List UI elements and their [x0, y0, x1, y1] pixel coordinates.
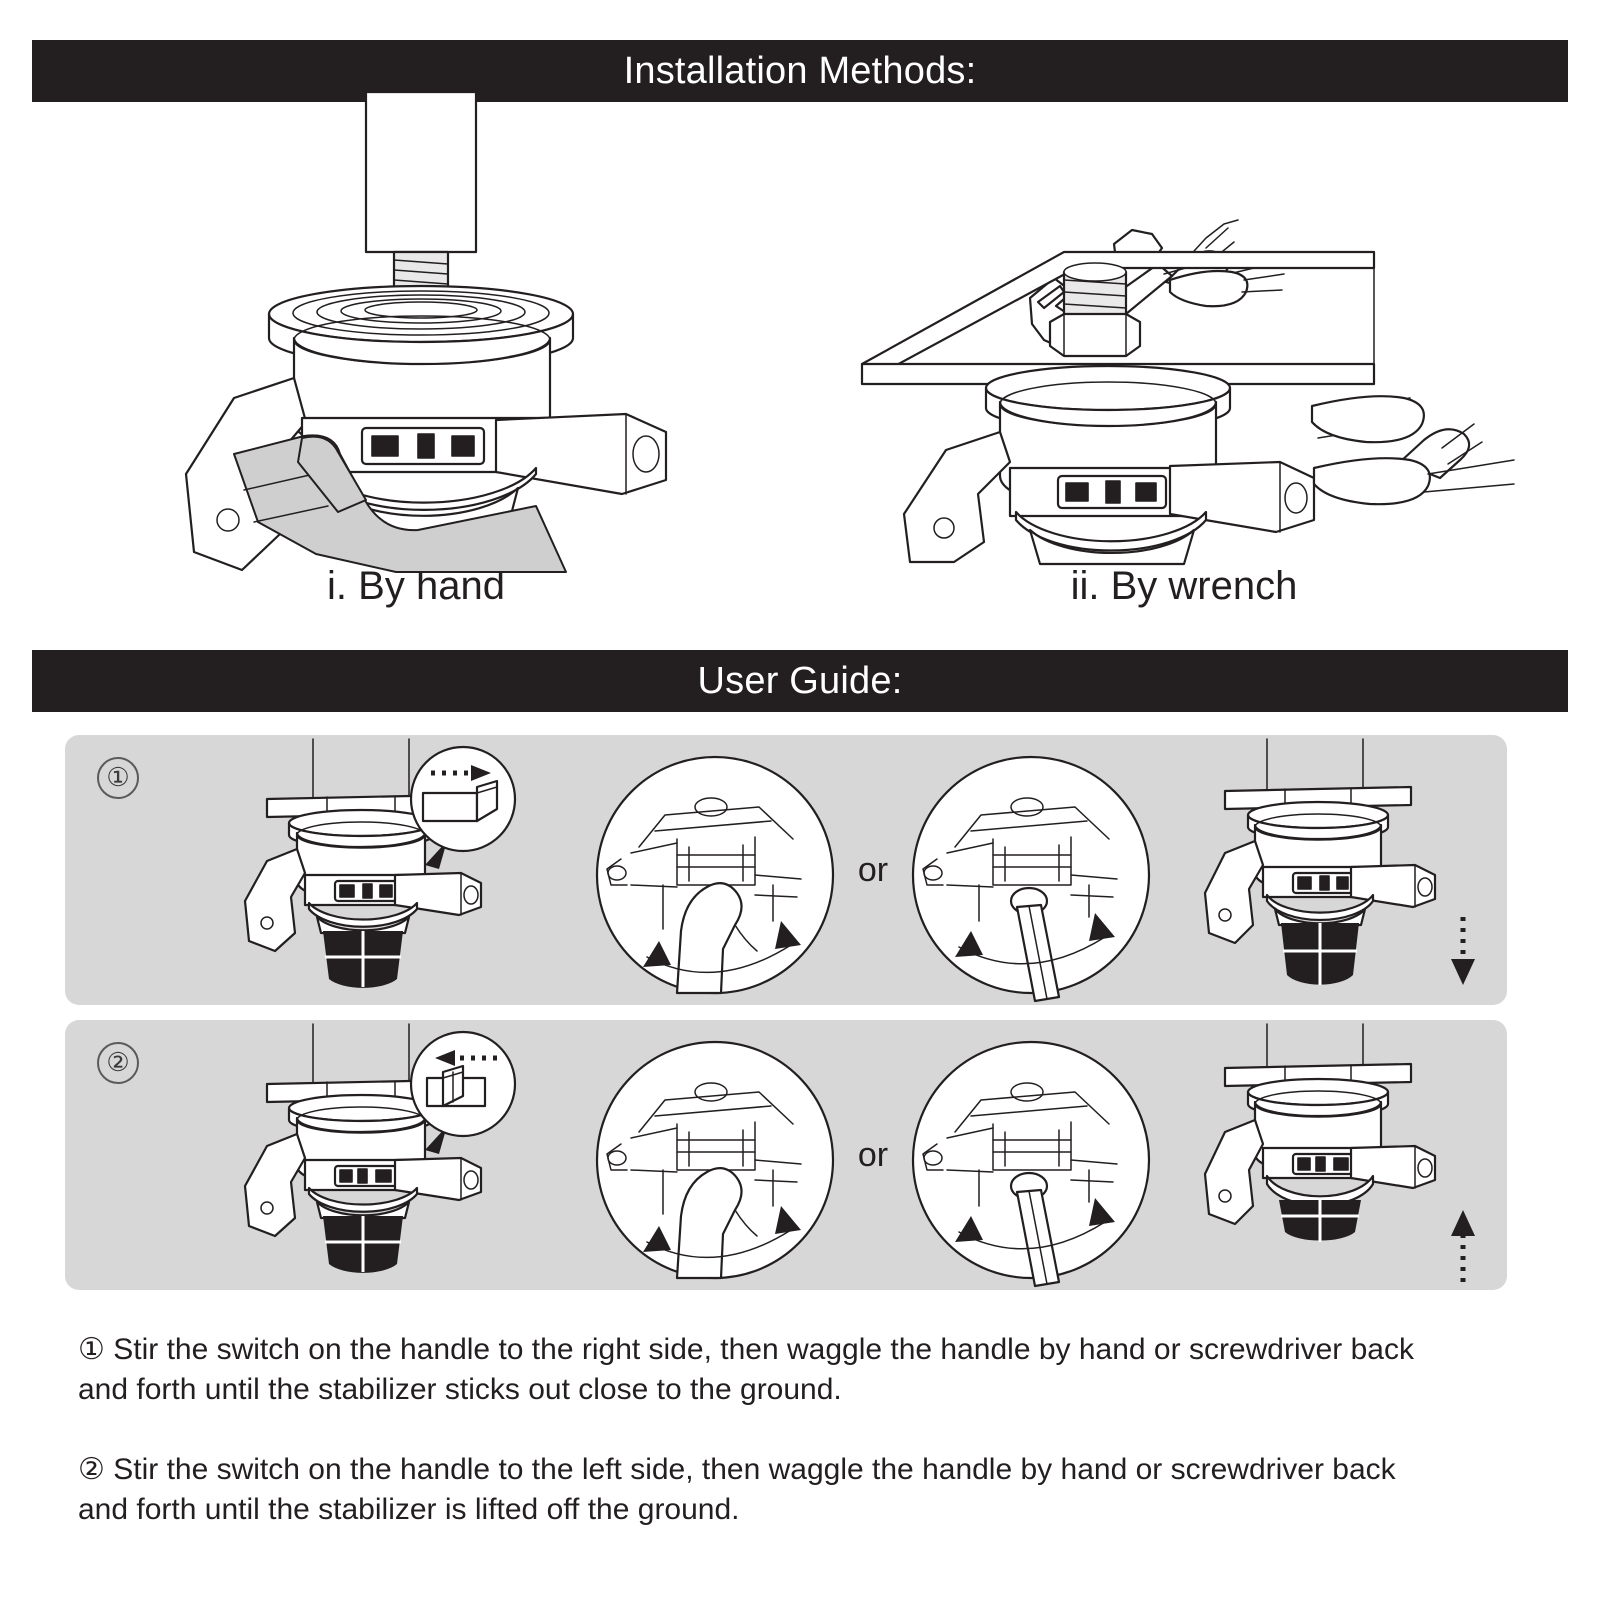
installation-method-by-hand: i. By hand [32, 90, 800, 632]
rotation-arrows [643, 921, 801, 974]
step-1-stage: or [65, 735, 1507, 1005]
user-guide-step-panel-1: ① [65, 735, 1507, 1005]
step-2-stage: or [65, 1020, 1507, 1290]
finger [675, 1167, 758, 1280]
stabilizer-pad [323, 931, 403, 988]
stabilizer-pad [323, 1216, 403, 1273]
stabilizer-pad-extended [1281, 923, 1359, 985]
installation-methods-header: Installation Methods: [32, 40, 1568, 102]
installation-methods-row: i. By hand [32, 90, 1568, 632]
step-1-result-illustration [1175, 735, 1505, 1005]
usage-note-2: ② Stir the switch on the handle to the l… [78, 1452, 1396, 1526]
installation-methods-title: Installation Methods: [623, 50, 977, 92]
switch-detail-magnifier [409, 1030, 517, 1138]
usage-note-1: ① Stir the switch on the handle to the r… [78, 1333, 1414, 1406]
step-1-or-separator: or [847, 735, 899, 1005]
rotation-arrows [955, 913, 1115, 965]
arrow-left-icon [435, 1050, 497, 1066]
switch-window [360, 426, 486, 466]
installation-method-caption: ii. By wrench [1070, 564, 1298, 608]
switch-window [1056, 474, 1168, 510]
step-2-or-separator: or [847, 1020, 899, 1290]
arrow-up-icon [1451, 1210, 1475, 1282]
caster-closeup [922, 797, 1118, 922]
usage-notes: ① Stir the switch on the handle to the r… [78, 1330, 1418, 1570]
switch-window [1291, 871, 1355, 895]
caster-closeup [606, 1082, 802, 1215]
step-2-result-illustration [1175, 1020, 1505, 1290]
hand-grip-lower [1310, 395, 1515, 506]
threaded-stud-and-nut [1048, 262, 1142, 358]
step-1-screwdriver-waggle-detail [901, 735, 1161, 1005]
rotation-arrows [643, 1206, 801, 1259]
stabilizer-pad-retracted [1279, 1200, 1361, 1242]
installation-method-by-wrench: ii. By wrench [800, 102, 1568, 632]
user-guide-header: User Guide: [32, 650, 1568, 712]
switch-window [1291, 1152, 1355, 1176]
hand-grip [233, 434, 567, 573]
switch-detail-magnifier [409, 745, 517, 853]
arrow-right-icon [431, 765, 491, 781]
rotation-arrows [955, 1198, 1115, 1250]
step-number-badge: ② [97, 1042, 139, 1084]
screwdriver-icon [1009, 886, 1061, 1003]
screwdriver-icon [1009, 1171, 1061, 1288]
hand-install-illustration [32, 90, 800, 573]
step-2-hand-waggle-detail [585, 1020, 845, 1290]
or-label: or [857, 851, 889, 889]
step-number-badge: ① [97, 757, 139, 799]
switch-window [333, 1164, 399, 1188]
finger [675, 882, 758, 995]
user-guide-step-panel-2: ② [65, 1020, 1507, 1290]
wrench-install-illustration [800, 102, 1568, 566]
user-guide-title: User Guide: [697, 660, 903, 702]
caster-closeup [922, 1082, 1118, 1207]
arrow-down-icon [1451, 917, 1475, 985]
caster-body [902, 364, 1316, 566]
step-1-switch-illustration [195, 735, 555, 1005]
step-2-switch-illustration [195, 1020, 555, 1290]
step-2-screwdriver-waggle-detail [901, 1020, 1161, 1290]
or-label: or [857, 1136, 889, 1174]
step-1-hand-waggle-detail [585, 735, 845, 1005]
switch-window [333, 879, 399, 903]
